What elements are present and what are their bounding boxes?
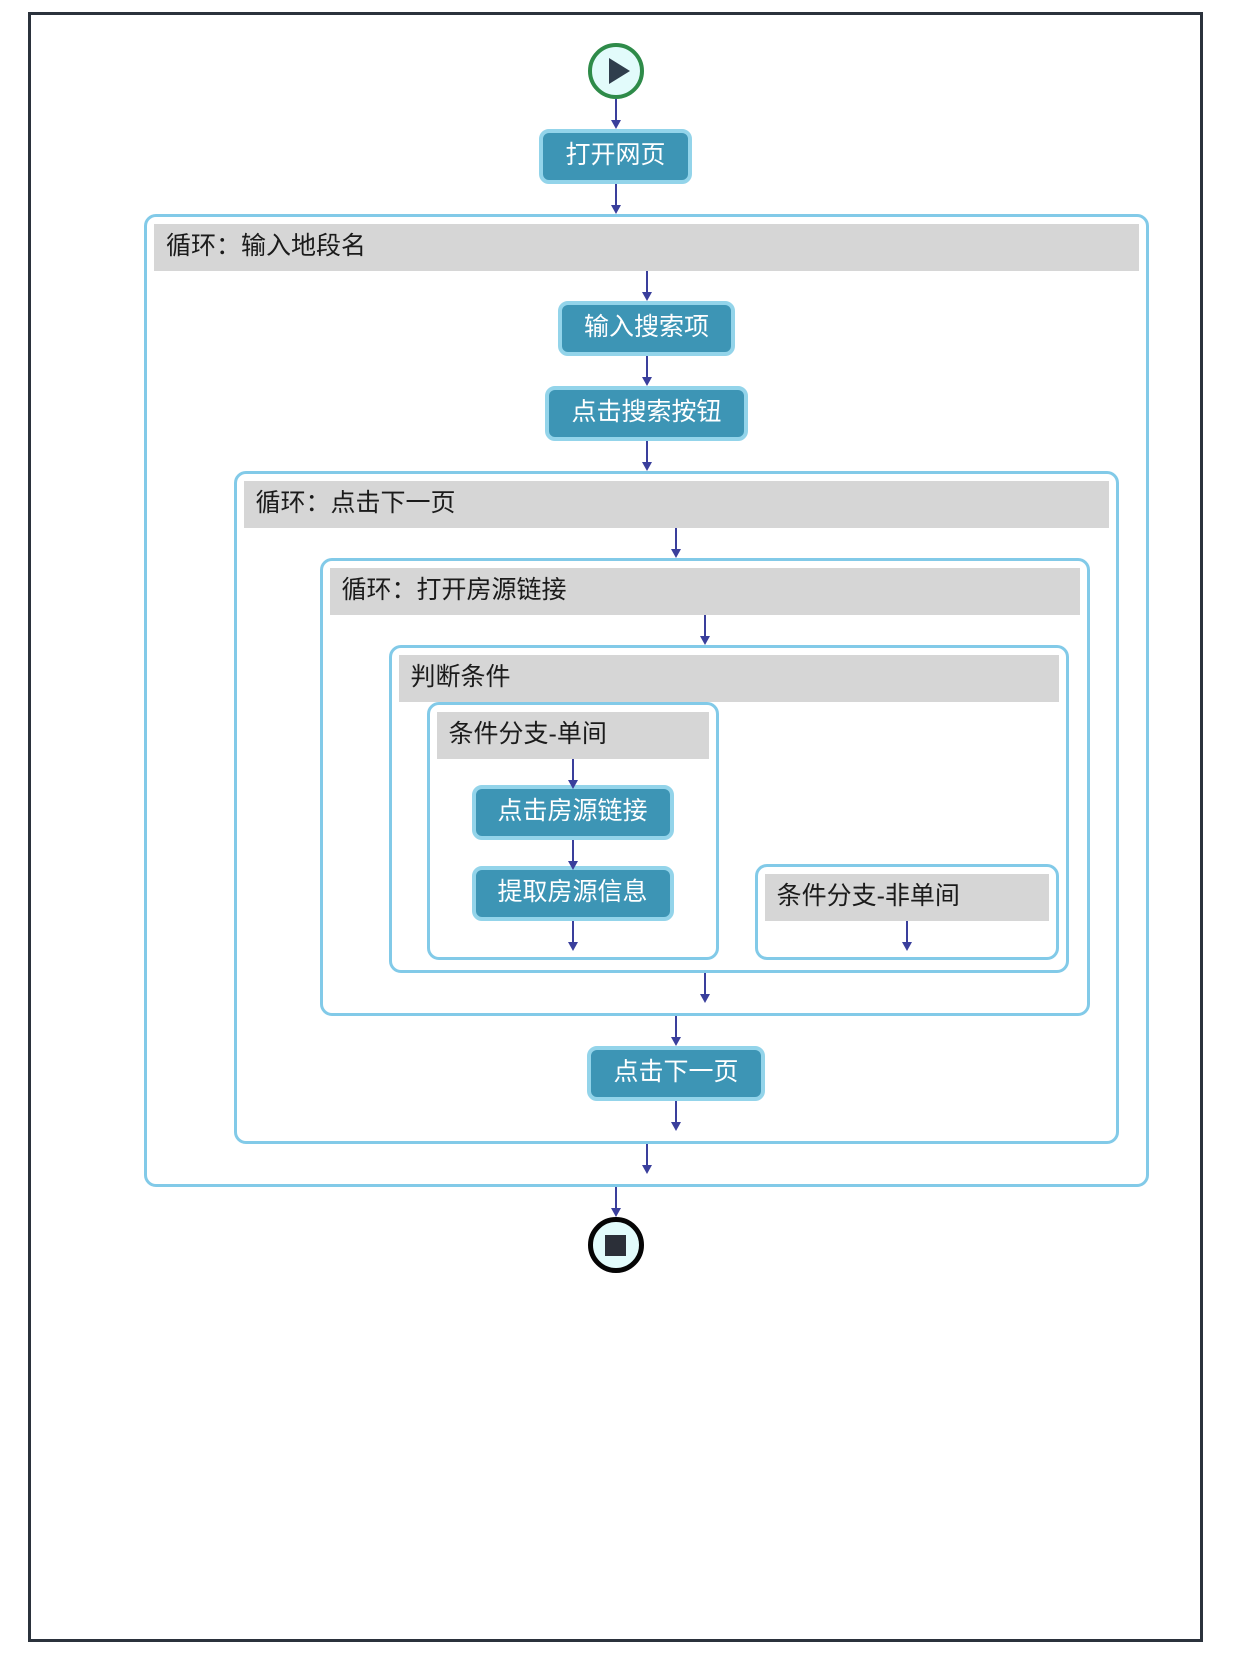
connector-arrow [669, 1101, 683, 1131]
connector-arrow [640, 356, 654, 386]
end-node[interactable] [587, 1217, 644, 1273]
diagram-canvas: 打开网页 循环：输入地段名 输入搜索项 点击搜索按钮 循环：点击下一页 [28, 12, 1203, 1642]
branch-block-non-single-room[interactable]: 条件分支-非单间 [754, 864, 1059, 960]
connector-arrow [640, 271, 654, 301]
connector-arrow [900, 921, 914, 951]
condition-header: 判断条件 [398, 655, 1059, 702]
branch-block-single-room[interactable]: 条件分支-单间 点击房源链接 提取房源信息 [426, 702, 719, 960]
branch-header-non-single-room: 条件分支-非单间 [764, 874, 1049, 921]
loop-header-next-page: 循环：点击下一页 [243, 481, 1109, 528]
loop-block-next-page[interactable]: 循环：点击下一页 循环：打开房源链接 判断条件 [233, 471, 1119, 1144]
loop-header-district: 循环：输入地段名 [154, 224, 1139, 271]
connector-arrow [640, 441, 654, 471]
play-icon [608, 58, 630, 84]
start-node[interactable] [587, 43, 644, 99]
connector-arrow [609, 1187, 623, 1217]
connector-arrow [669, 528, 683, 558]
loop-body-district: 输入搜索项 点击搜索按钮 循环：点击下一页 循环：打开房源链接 [154, 271, 1139, 1174]
connector-arrow [566, 921, 580, 951]
loop-block-open-listing[interactable]: 循环：打开房源链接 判断条件 条件分支-单间 [319, 558, 1090, 1016]
loop-header-open-listing: 循环：打开房源链接 [329, 568, 1080, 615]
step-click-next-page[interactable]: 点击下一页 [587, 1046, 765, 1101]
connector-arrow [566, 759, 580, 789]
connector-arrow [698, 973, 712, 1003]
condition-branch-row: 条件分支-单间 点击房源链接 提取房源信息 [399, 702, 1059, 960]
connector-arrow [609, 99, 623, 129]
branch-header-single-room: 条件分支-单间 [436, 712, 709, 759]
connector-arrow [609, 184, 623, 214]
branch-body-non-single-room [765, 921, 1049, 951]
step-open-page[interactable]: 打开网页 [539, 129, 692, 184]
branch-body-single-room: 点击房源链接 提取房源信息 [437, 759, 709, 951]
step-input-search-term[interactable]: 输入搜索项 [557, 301, 735, 356]
connector-arrow [640, 1144, 654, 1174]
loop-block-district[interactable]: 循环：输入地段名 输入搜索项 点击搜索按钮 循环：点击下一页 循环：打开房源链接 [144, 214, 1149, 1187]
flow-root: 打开网页 循环：输入地段名 输入搜索项 点击搜索按钮 循环：点击下一页 [31, 15, 1200, 1273]
stop-icon [605, 1234, 626, 1256]
loop-body-next-page: 循环：打开房源链接 判断条件 条件分支-单间 [244, 528, 1109, 1131]
connector-arrow [566, 840, 580, 870]
condition-block[interactable]: 判断条件 条件分支-单间 点击房源链接 [388, 645, 1069, 973]
step-click-listing-link[interactable]: 点击房源链接 [471, 785, 674, 840]
connector-arrow [698, 615, 712, 645]
loop-body-open-listing: 判断条件 条件分支-单间 点击房源链接 [330, 615, 1080, 1003]
connector-arrow [669, 1016, 683, 1046]
step-extract-listing-info[interactable]: 提取房源信息 [471, 866, 674, 921]
step-click-search-button[interactable]: 点击搜索按钮 [545, 386, 748, 441]
